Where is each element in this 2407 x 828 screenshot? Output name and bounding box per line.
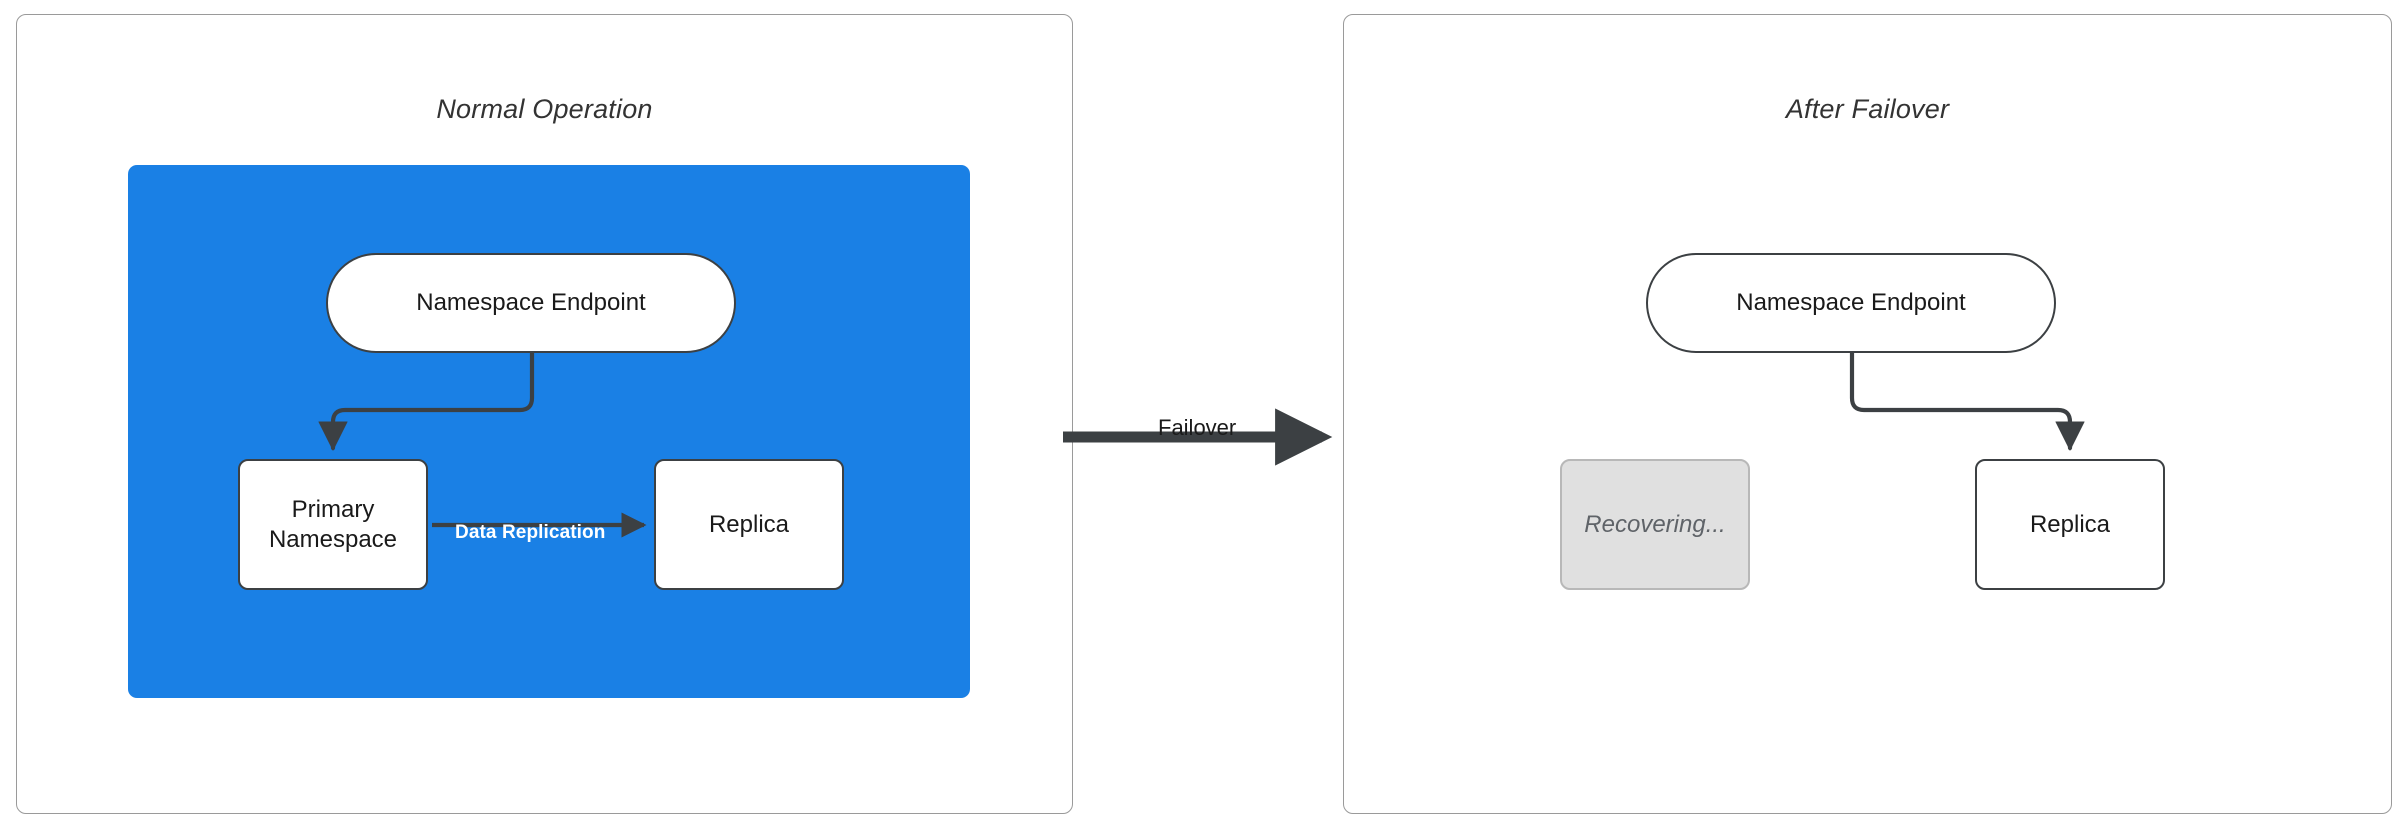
edge-label-failover: Failover [1158, 415, 1237, 440]
node-namespace-endpoint-failover[interactable]: Namespace Endpoint [1646, 253, 2056, 353]
node-label: Namespace Endpoint [1736, 289, 1966, 317]
node-namespace-endpoint-normal[interactable]: Namespace Endpoint [326, 253, 736, 353]
node-label-line2: Namespace [268, 525, 398, 553]
edge-label-data-replication: Data Replication [455, 522, 606, 543]
panel-title-after-failover: After Failover [1785, 94, 1950, 124]
node-replica-failover[interactable]: Replica [1975, 459, 2165, 590]
node-label: Replica [708, 510, 790, 538]
node-label-line1: Primary [291, 496, 375, 524]
panel-after-failover: After Failover [1343, 14, 2392, 814]
node-label: Namespace Endpoint [416, 289, 646, 317]
node-recovering[interactable]: Recovering... [1560, 459, 1750, 590]
node-label: Replica [2029, 510, 2111, 538]
node-primary-namespace[interactable]: Primary Namespace [238, 459, 428, 590]
node-label: Recovering... [1584, 510, 1726, 538]
panel-title-normal-operation: Normal Operation [436, 94, 653, 124]
node-replica-normal[interactable]: Replica [654, 459, 844, 590]
blue-region-after-failover [145, 165, 970, 698]
node-label-multiline: Primary Namespace [269, 495, 397, 554]
